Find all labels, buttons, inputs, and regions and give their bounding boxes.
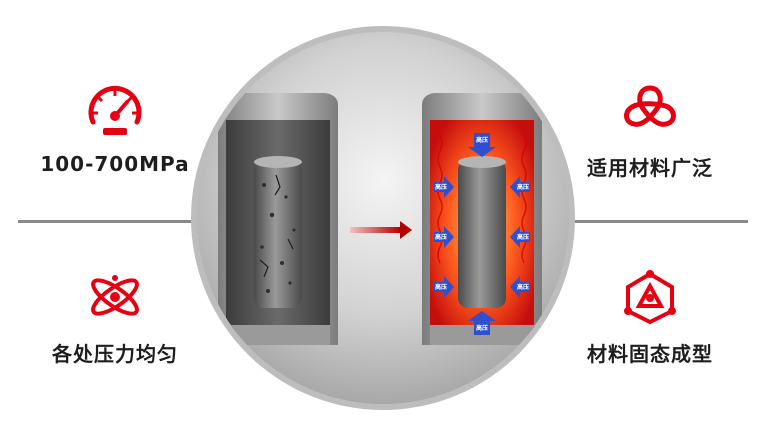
trefoil-knot-icon bbox=[624, 85, 676, 127]
pressure-arrow-icon bbox=[468, 311, 496, 335]
pressure-label: 高压 bbox=[476, 324, 488, 332]
feature-uniform-pressure: 各处压力均匀 bbox=[20, 268, 210, 367]
chamber-before bbox=[218, 93, 338, 345]
left-divider bbox=[18, 220, 218, 223]
molecule-triangle-icon bbox=[624, 270, 676, 325]
pressure-label: 高压 bbox=[517, 183, 529, 191]
feature-label: 适用材料广泛 bbox=[587, 156, 713, 180]
pressure-arrow-icon bbox=[510, 226, 530, 248]
pressure-label: 高压 bbox=[435, 283, 447, 291]
feature-materials: 适用材料广泛 bbox=[560, 82, 740, 181]
dense-sample bbox=[458, 156, 506, 308]
pressure-arrow-icon bbox=[434, 276, 454, 298]
pressure-arrow-icon bbox=[510, 176, 530, 198]
process-diagram: 高压 高压 高压 高压 高压 高压 高压 高压 bbox=[191, 26, 575, 410]
pressure-label: 高压 bbox=[435, 233, 447, 241]
feature-pressure-range: 100-700MPa bbox=[20, 82, 210, 176]
pressure-arrow-icon bbox=[510, 276, 530, 298]
chamber-after: 高压 高压 高压 高压 高压 高压 高压 高压 bbox=[422, 93, 542, 345]
pressure-arrow-icon bbox=[434, 226, 454, 248]
porous-sample bbox=[254, 156, 302, 308]
atom-icon bbox=[91, 275, 139, 316]
speedometer-icon bbox=[88, 85, 142, 135]
pressure-label: 高压 bbox=[435, 183, 447, 191]
feature-solid-forming: 材料固态成型 bbox=[560, 268, 740, 367]
right-divider bbox=[554, 220, 748, 223]
process-arrow-icon bbox=[350, 221, 412, 239]
feature-label: 各处压力均匀 bbox=[52, 342, 178, 366]
pressure-label: 高压 bbox=[476, 136, 488, 144]
feature-label: 材料固态成型 bbox=[587, 342, 713, 366]
pressure-label: 高压 bbox=[517, 283, 529, 291]
pressure-arrow-icon bbox=[468, 133, 496, 157]
pressure-arrow-icon bbox=[434, 176, 454, 198]
pressure-label: 高压 bbox=[517, 233, 529, 241]
feature-label: 100-700MPa bbox=[40, 152, 190, 176]
